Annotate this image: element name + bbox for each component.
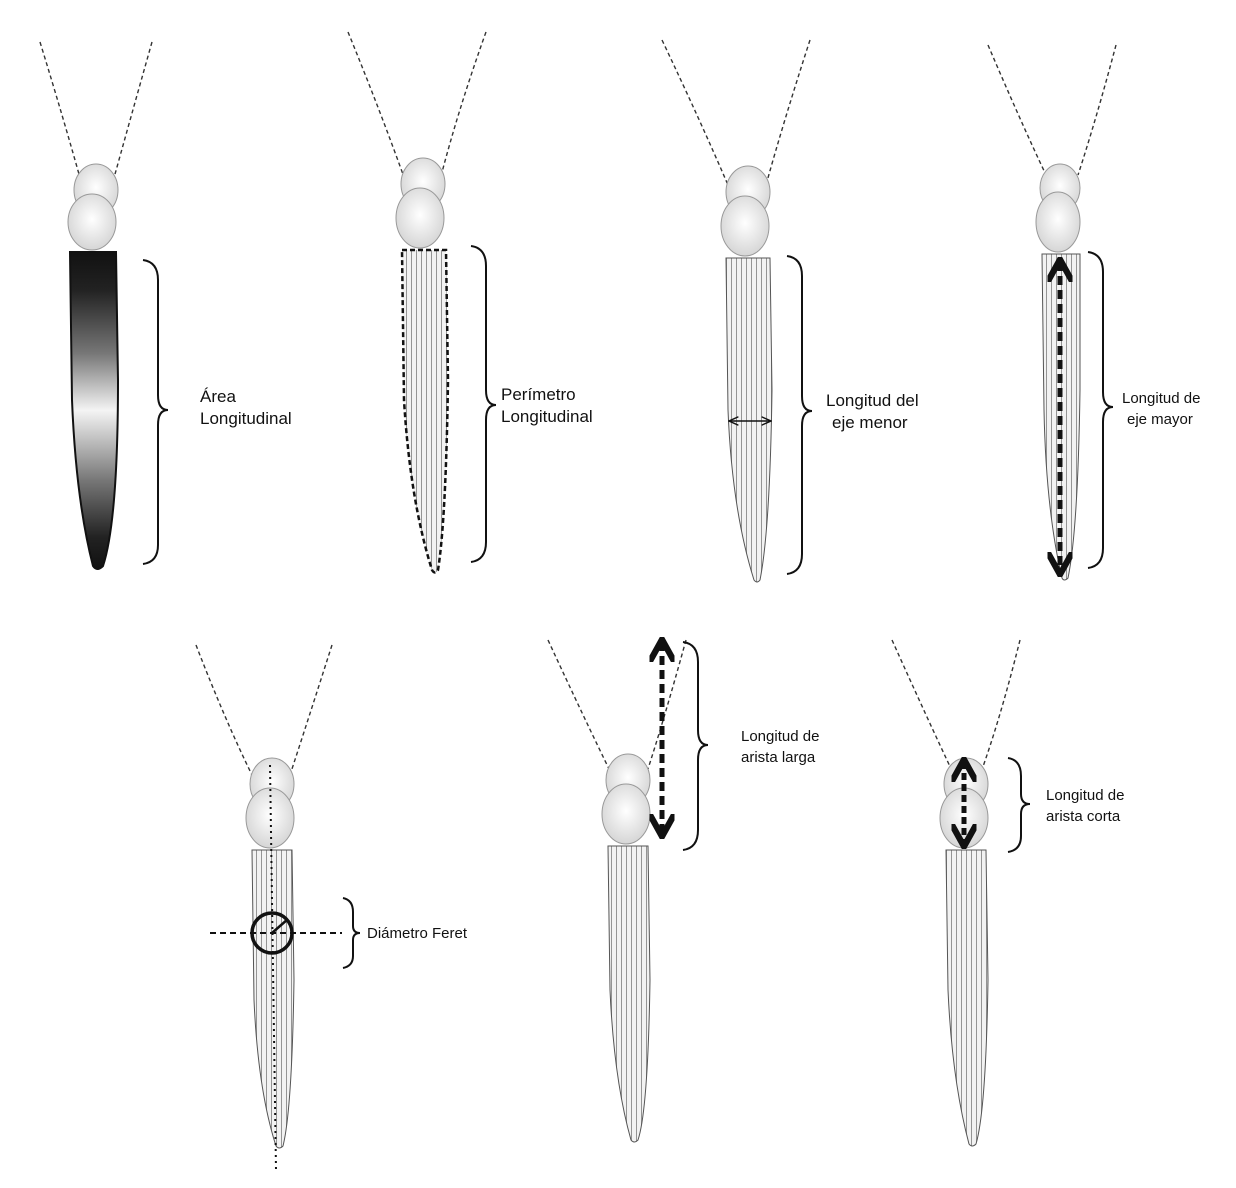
panel-label: Longitud de eje mayor xyxy=(1122,390,1205,428)
seed-illustration xyxy=(196,645,332,1148)
panel-label: Longitud de arista larga xyxy=(741,728,824,766)
panel-long-awn: Longitud de arista larga xyxy=(548,640,824,1142)
panel-label: Longitud de arista corta xyxy=(1046,787,1129,825)
measurement-bracket xyxy=(1088,252,1113,568)
measurement-bracket xyxy=(143,260,168,564)
seed-illustration xyxy=(548,640,686,1142)
seed-illustration xyxy=(662,40,810,582)
panel-label: Área Longitudinal xyxy=(200,387,292,428)
seed-illustration xyxy=(988,45,1116,580)
measurement-bracket xyxy=(683,642,708,850)
panel-minor-axis: Longitud del eje menor xyxy=(662,40,923,582)
panel-label: Longitud del eje menor xyxy=(826,391,923,432)
panel-label: Diámetro Feret xyxy=(367,925,468,942)
measurement-bracket xyxy=(1008,758,1030,852)
measurement-bracket xyxy=(471,246,496,562)
panel-label: Perímetro Longitudinal xyxy=(501,385,593,426)
measurement-bracket xyxy=(343,898,360,968)
seed-illustration xyxy=(40,42,152,569)
panel-area: Área Longitudinal xyxy=(40,42,292,569)
seed-illustration xyxy=(348,32,486,573)
measurement-bracket xyxy=(787,256,812,574)
panel-short-awn: Longitud de arista corta xyxy=(892,640,1129,1146)
seed-illustration xyxy=(892,640,1020,1146)
panel-feret: Diámetro Feret xyxy=(196,645,468,1170)
panel-perimeter: Perímetro Longitudinal xyxy=(348,32,593,573)
panel-major-axis: Longitud de eje mayor xyxy=(988,45,1205,580)
